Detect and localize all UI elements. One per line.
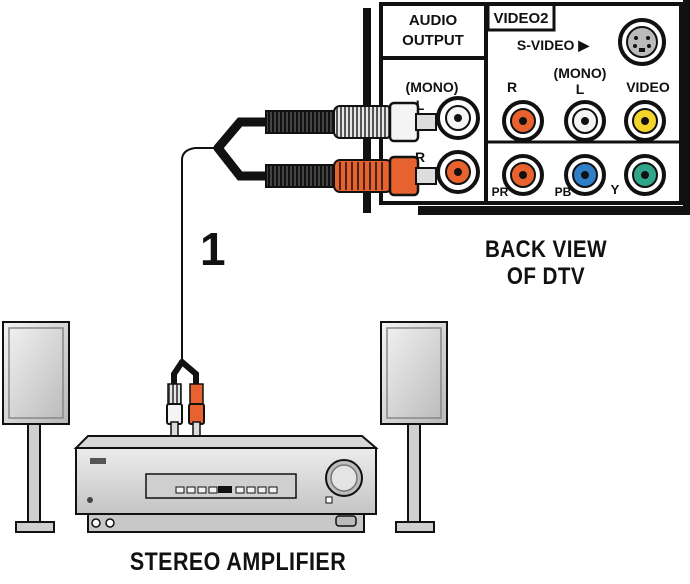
component-pb-jack[interactable]	[564, 154, 606, 196]
red-rca-plug[interactable]	[265, 155, 437, 197]
panel-right-edge	[683, 0, 690, 215]
right-speaker	[380, 321, 448, 533]
back-view-line2: OF DTV	[506, 263, 586, 290]
r-label-video: R	[507, 79, 517, 95]
component-y-jack[interactable]	[624, 154, 666, 196]
amp-red-rca-plug[interactable]	[188, 383, 205, 437]
mono-label-audio: (MONO)	[406, 79, 459, 95]
panel-bottom-edge	[418, 206, 690, 215]
cable-number: 1	[200, 223, 226, 275]
power-led	[87, 497, 93, 503]
audio-label: AUDIO	[409, 12, 458, 29]
left-speaker	[2, 321, 70, 533]
input-selector[interactable]	[335, 515, 357, 527]
amp-white-rca-plug[interactable]	[166, 383, 183, 437]
video2-label: VIDEO2	[493, 10, 548, 27]
stereo-amplifier	[73, 435, 379, 533]
mono-label-video: (MONO)	[554, 65, 607, 81]
output-label: OUTPUT	[402, 32, 464, 49]
r-label-audio: R	[415, 149, 425, 165]
aux-jack[interactable]	[105, 518, 115, 528]
display-led	[218, 486, 232, 493]
dtv-back-panel: AUDIO OUTPUT VIDEO2 S-VIDEO ▶ (MONO) L R…	[363, 0, 690, 215]
svideo-label: S-VIDEO ▶	[517, 37, 590, 53]
headphone-jack[interactable]	[91, 518, 101, 528]
video-label: VIDEO	[626, 79, 670, 95]
stereo-amplifier-caption: STEREO AMPLIFIER	[129, 548, 347, 576]
video2-audio-r-jack[interactable]	[502, 100, 544, 142]
back-view-caption: BACK VIEW OF DTV	[451, 236, 640, 290]
l-label-audio: L	[416, 97, 425, 113]
pb-label: PB	[555, 185, 572, 199]
pr-label: PR	[492, 185, 509, 199]
svideo-jack[interactable]	[618, 18, 666, 66]
audio-out-l-jack[interactable]	[436, 96, 480, 140]
video2-video-jack[interactable]	[624, 100, 666, 142]
rca-cable	[166, 101, 437, 437]
audio-out-r-jack[interactable]	[436, 150, 480, 194]
y-label: Y	[611, 182, 620, 197]
volume-knob[interactable]	[325, 459, 363, 497]
component-pr-jack[interactable]	[502, 154, 544, 196]
video2-audio-l-jack[interactable]	[564, 100, 606, 142]
white-rca-plug[interactable]	[265, 101, 437, 143]
back-view-line1: BACK VIEW	[485, 236, 607, 263]
l-label-video: L	[576, 81, 585, 97]
